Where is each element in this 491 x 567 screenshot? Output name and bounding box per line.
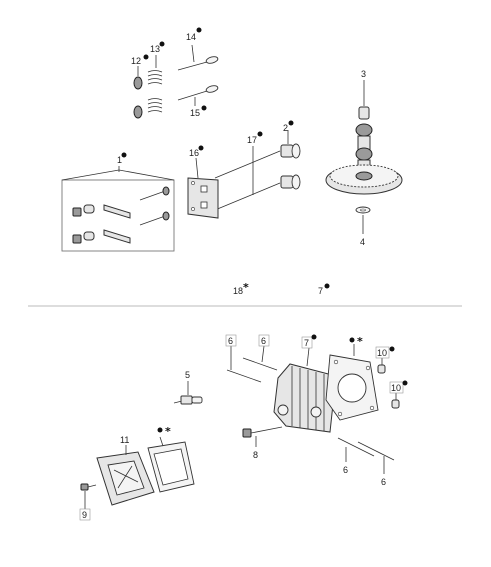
part-16-guide-plate	[187, 157, 219, 219]
callout-5: 5	[185, 370, 190, 380]
callout-18-asterisk: *	[243, 281, 249, 294]
callout-10b: 10	[391, 383, 401, 393]
callout-13: 13	[150, 44, 160, 54]
callout-7-top-dot	[324, 283, 330, 289]
callout-3: 3	[361, 69, 366, 79]
part-head-gasket	[325, 344, 379, 421]
part-2-tappets	[280, 130, 301, 190]
callout-7-bottom-dot	[311, 334, 317, 340]
part-6-studs-lower	[337, 437, 395, 474]
callout-17: 17	[247, 135, 257, 145]
part-12-spring-retainers	[133, 66, 143, 119]
callout-7-top: 7	[318, 286, 323, 296]
callout-10a: 10	[377, 348, 387, 358]
callout-10a-dot	[389, 346, 395, 352]
part-3-camshaft	[325, 80, 403, 195]
part-17-push-rods	[214, 146, 281, 211]
cover-gasket-dot	[157, 427, 163, 433]
part-14-intake-valve	[177, 44, 219, 71]
callout-7-bottom-box	[301, 336, 313, 349]
callout-15-dot	[201, 105, 207, 111]
callout-7-bottom: 7	[304, 338, 309, 348]
part-13-valve-springs	[147, 55, 163, 113]
callout-18: 18	[233, 286, 243, 296]
part-10-dowel-pins	[377, 358, 400, 409]
part-9-breather	[80, 483, 97, 509]
callout-1-dot	[121, 152, 127, 158]
part-4-washer	[355, 206, 371, 234]
callout-8: 8	[253, 450, 258, 460]
part-6-studs-upper	[226, 345, 278, 383]
part-7-cylinder-head	[273, 347, 337, 433]
callout-6b: 6	[261, 336, 266, 346]
callout-10a-box	[375, 346, 390, 359]
callout-14-dot	[196, 27, 202, 33]
callout-2-dot	[288, 120, 294, 126]
callout-14: 14	[186, 32, 196, 42]
callout-13-dot	[159, 41, 165, 47]
callout-6c: 6	[343, 465, 348, 475]
callout-2: 2	[283, 123, 288, 133]
part-1-rocker-arm-kit	[61, 166, 175, 252]
part-8-bolt	[242, 426, 283, 447]
callout-10b-box	[389, 381, 404, 394]
callout-10b-dot	[402, 380, 408, 386]
callout-9: 9	[82, 510, 87, 520]
callout-11: 11	[120, 435, 129, 445]
callout-6a: 6	[228, 336, 233, 346]
part-cover-gasket	[147, 436, 195, 493]
callout-4: 4	[360, 237, 365, 247]
callout-16-dot	[198, 145, 204, 151]
callout-12-dot	[143, 54, 149, 60]
gasket-dot	[349, 337, 355, 343]
cover-gasket-asterisk: *	[165, 425, 171, 438]
callout-12: 12	[131, 56, 141, 66]
callout-1: 1	[117, 155, 122, 165]
callout-15: 15	[190, 108, 200, 118]
gasket-asterisk: *	[357, 335, 363, 348]
callout-6b-box	[258, 334, 270, 347]
part-11-valve-cover	[96, 445, 155, 506]
callout-16: 16	[189, 148, 199, 158]
callout-6d: 6	[381, 477, 386, 487]
callout-9-box	[79, 508, 91, 521]
callout-6a-box	[225, 334, 237, 347]
part-15-exhaust-valve	[177, 85, 219, 106]
part-5-spark-plug	[173, 381, 203, 405]
callout-17-dot	[257, 131, 263, 137]
